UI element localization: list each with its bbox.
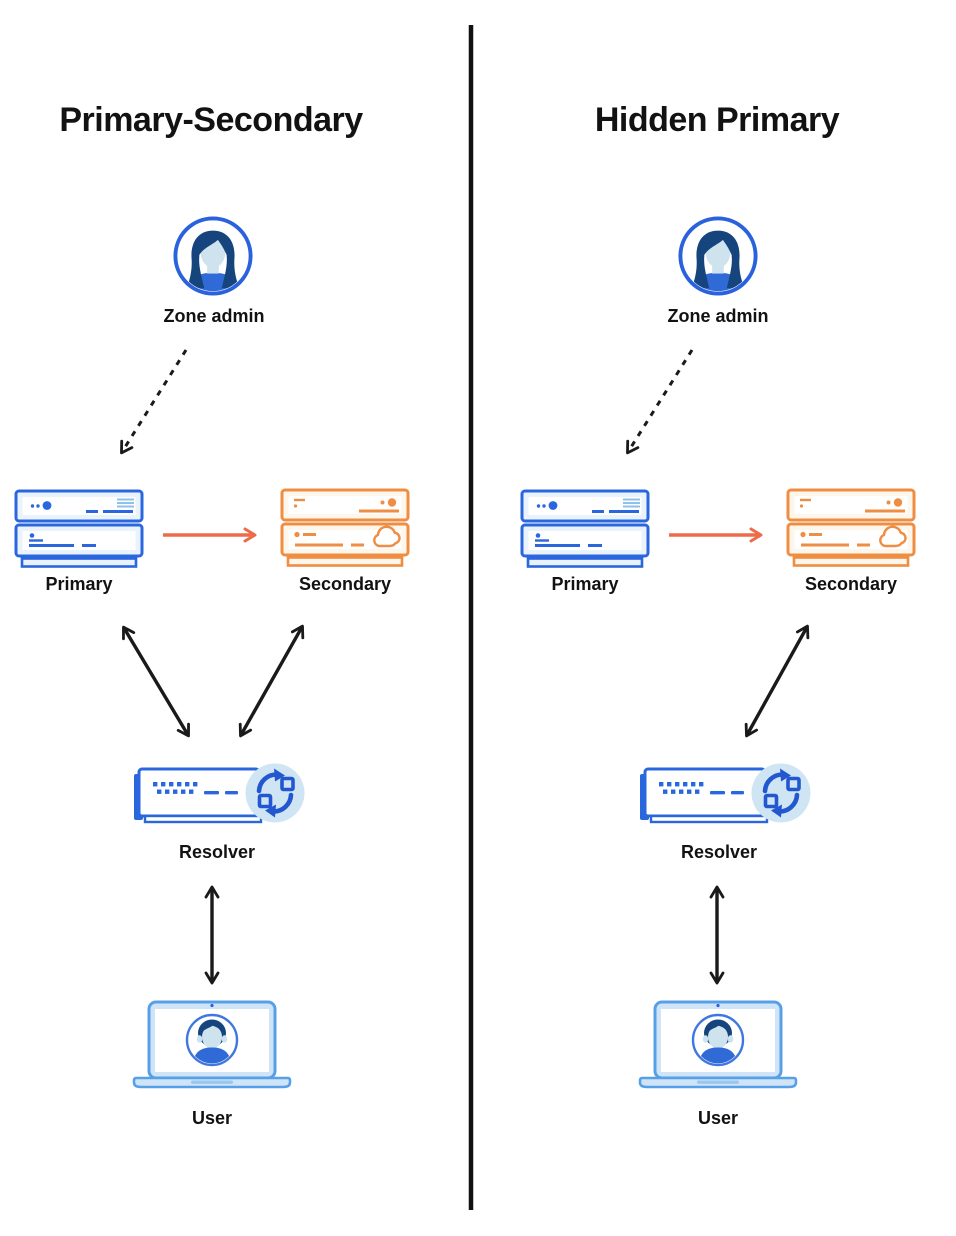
primary-label: Primary: [551, 574, 619, 594]
left-diagram: [14, 218, 410, 1087]
primary-server-icon: [14, 489, 144, 568]
primary-label: Primary: [45, 574, 113, 594]
primary-server-icon: [520, 489, 650, 568]
primary-resolver-double-arrow: [122, 625, 190, 738]
zone-admin-to-primary-dashed-arrow: [626, 349, 694, 455]
zone-admin-avatar-icon: [680, 218, 755, 297]
left-diagram-title: Primary-Secondary: [59, 101, 363, 139]
secondary-resolver-double-arrow: [238, 624, 305, 738]
secondary-server-icon: [280, 488, 410, 567]
secondary-label: Secondary: [804, 574, 898, 594]
secondary-resolver-double-arrow: [744, 624, 810, 738]
zone-admin-to-primary-dashed-arrow: [120, 349, 188, 455]
secondary-server-icon: [786, 488, 916, 567]
right-diagram-title: Hidden Primary: [594, 101, 840, 139]
zone-admin-avatar-icon: [175, 218, 250, 297]
user-label: User: [191, 1108, 233, 1128]
resolver-label: Resolver: [178, 842, 256, 862]
resolver-icon: [640, 764, 811, 823]
resolver-icon: [134, 764, 305, 823]
user-laptop-icon: [640, 1002, 796, 1087]
user-laptop-icon: [134, 1002, 290, 1087]
right-diagram: [520, 218, 916, 1087]
user-label: User: [697, 1108, 739, 1128]
zone-admin-label: Zone admin: [667, 306, 769, 326]
resolver-label: Resolver: [680, 842, 758, 862]
secondary-label: Secondary: [298, 574, 392, 594]
zone-admin-label: Zone admin: [163, 306, 265, 326]
